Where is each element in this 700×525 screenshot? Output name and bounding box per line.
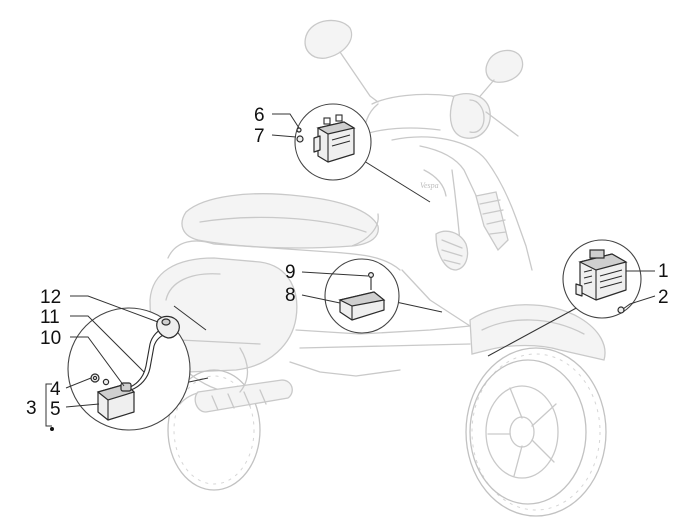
relay-unit bbox=[338, 291, 386, 321]
callout-coil-leader-top bbox=[173, 305, 207, 331]
label-4: 4 bbox=[50, 379, 61, 400]
exhaust bbox=[194, 379, 293, 413]
label-12: 12 bbox=[40, 287, 61, 308]
label-3: 3 bbox=[26, 398, 37, 419]
label-11: 11 bbox=[40, 307, 60, 328]
seat bbox=[181, 193, 379, 249]
leader-4 bbox=[65, 377, 92, 389]
regulator-nut bbox=[617, 306, 625, 314]
leader-11 bbox=[70, 315, 145, 373]
callout-coil-left: 12 11 10 4 5 3 bbox=[26, 287, 209, 431]
bracket-3-dot bbox=[50, 427, 54, 431]
front-wheel bbox=[465, 347, 607, 517]
shield-vent bbox=[435, 230, 469, 271]
right-mirror bbox=[485, 49, 524, 83]
front-fender bbox=[469, 304, 606, 361]
leader-2 bbox=[622, 295, 656, 310]
callout-relay-middle: 9 8 bbox=[285, 258, 443, 334]
bolt-top bbox=[296, 127, 302, 133]
callout-ecu-top: 6 7 bbox=[254, 103, 431, 203]
callout-regulator-right: 1 2 bbox=[487, 239, 669, 357]
label-8: 8 bbox=[285, 285, 296, 306]
ecu-unit-top bbox=[313, 114, 356, 163]
horn-grille bbox=[475, 191, 509, 252]
leader-12 bbox=[70, 295, 159, 323]
screw-relay bbox=[368, 272, 375, 290]
label-7: 7 bbox=[254, 126, 265, 147]
bracket-3 bbox=[45, 383, 52, 427]
left-mirror bbox=[304, 19, 353, 59]
callout-ecu-top-leader bbox=[355, 155, 431, 203]
label-1: 1 bbox=[658, 261, 669, 282]
leader-5 bbox=[65, 403, 100, 408]
callout-regulator-leader bbox=[487, 305, 581, 357]
leader-7 bbox=[271, 134, 297, 138]
spark-plug-cap bbox=[156, 315, 180, 339]
callout-relay-leader bbox=[395, 301, 443, 313]
voltage-regulator bbox=[575, 249, 628, 301]
leader-6 bbox=[272, 113, 300, 129]
washer-top bbox=[296, 135, 304, 143]
label-5: 5 bbox=[50, 399, 61, 420]
label-9: 9 bbox=[285, 262, 296, 283]
label-2: 2 bbox=[658, 287, 669, 308]
label-6: 6 bbox=[254, 105, 265, 126]
label-10: 10 bbox=[40, 328, 61, 349]
scooter-outline: Vespa bbox=[149, 19, 607, 517]
brand-badge-text: Vespa bbox=[420, 181, 439, 190]
leader-10 bbox=[70, 336, 125, 387]
leader-8 bbox=[301, 294, 341, 304]
leader-9 bbox=[301, 271, 369, 277]
